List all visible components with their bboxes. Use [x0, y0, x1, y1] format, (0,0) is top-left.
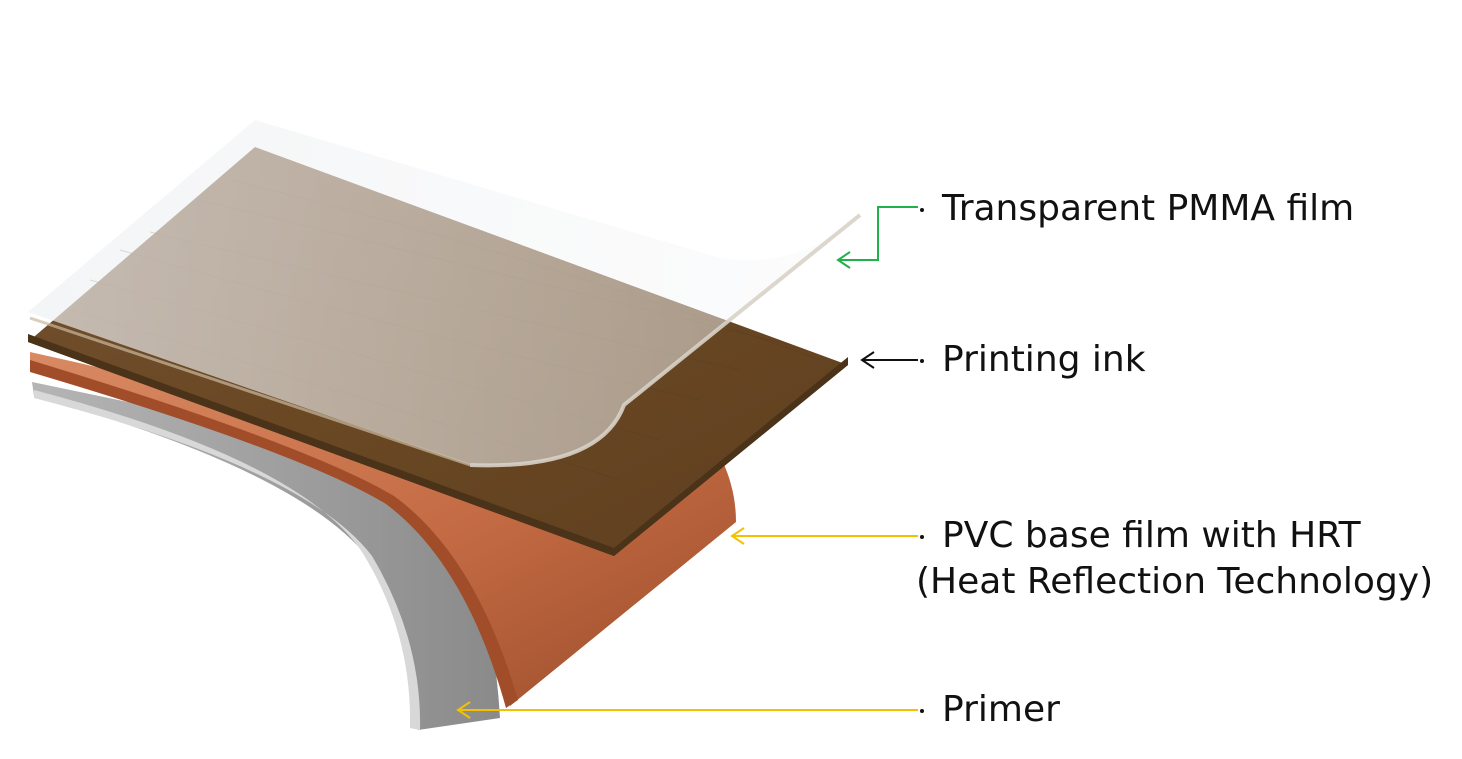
ink-bullet [920, 359, 924, 363]
pmma-arrow [836, 206, 918, 269]
primer-edge [34, 390, 421, 730]
pvc-label-line2: (Heat Reflection Technology) [916, 561, 1434, 602]
pvc-base-film-edge [30, 360, 518, 708]
pvc-bullet [920, 535, 924, 539]
printing-ink-arrow [860, 351, 918, 369]
pvc-base-film-layer [30, 352, 736, 706]
pvc-arrow [730, 527, 918, 545]
pmma-film-curve-edge [29, 316, 471, 467]
printing-ink-label: Printing ink [942, 339, 1146, 380]
transparent-pmma-film-layer [28, 120, 860, 466]
primer-arrow [456, 701, 918, 719]
pmma-bullet [920, 208, 924, 212]
primer-bullet [920, 709, 924, 713]
pvc-label-line1: PVC base film with HRT [942, 515, 1361, 556]
pmma-film-edge [469, 213, 862, 468]
pmma-label: Transparent PMMA film [942, 188, 1355, 229]
primer-label: Primer [942, 689, 1060, 730]
primer-layer [32, 382, 500, 730]
